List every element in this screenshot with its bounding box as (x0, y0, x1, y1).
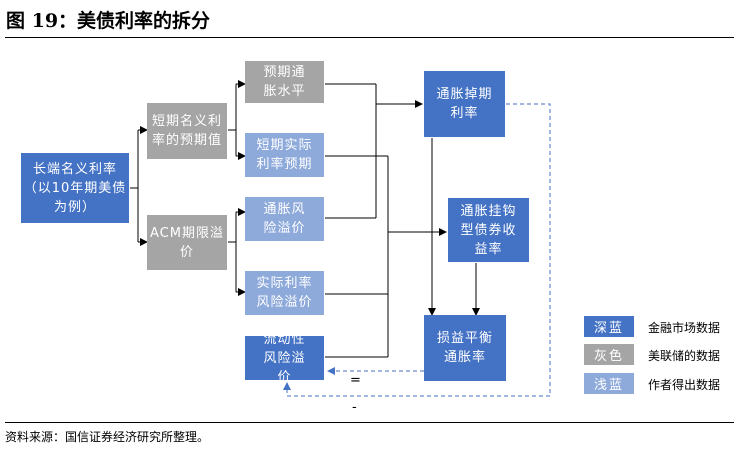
box-inflation-expectation-label: 预期通胀水平 (263, 65, 306, 99)
legend-swatch-gray: 灰色 (584, 344, 634, 365)
box-tips-yield-label: 通胀挂钩型债券收益率 (460, 203, 517, 257)
legend-swatch-gray-text: 灰色 (593, 349, 624, 364)
dashed-loop-breakeven (283, 103, 551, 397)
legend-swatch-light-blue: 浅蓝 (584, 373, 634, 394)
box-tips-yield: 通胀挂钩型债券收益率 (448, 198, 529, 262)
box-acm-term-premium-label: ACM期限溢价 (150, 225, 224, 260)
box-real-rate-expectation-label: 短期实际利率预期 (256, 138, 313, 172)
box-breakeven-inflation: 损益平衡通胀率 (424, 315, 506, 381)
box-long-term-rate: 长端名义利率（以10年期美债为例） (21, 153, 129, 223)
legend-label-author-data: 作者得出数据 (648, 378, 721, 392)
legend-label-market-data: 金融市场数据 (648, 321, 721, 335)
legend-label-fed-data: 美联储的数据 (648, 349, 721, 363)
box-short-rate-expectation-label: 短期名义利率的预期值 (151, 114, 222, 148)
box-real-rate-risk-premium: 实际利率风险溢价 (245, 271, 324, 315)
box-inflation-swap-rate-label: 通胀掉期利率 (436, 87, 493, 121)
box-inflation-expectation: 预期通胀水平 (245, 61, 324, 103)
box-breakeven-inflation-label: 损益平衡通胀率 (436, 331, 493, 365)
minus-sign: - (352, 400, 357, 415)
box-inflation-risk-premium-label: 通胀风险溢价 (263, 202, 306, 236)
box-liquidity-risk-premium: 流动性风险溢价 (245, 332, 324, 385)
bottom-rule (5, 422, 734, 423)
figure-title: 图 19：美债利率的拆分 (6, 10, 211, 32)
box-long-term-rate-label: 长端名义利率（以10年期美债为例） (23, 161, 127, 215)
top-rule (5, 37, 734, 38)
equals-sign: = (350, 373, 361, 388)
legend-swatch-deep-blue-text: 深蓝 (593, 321, 624, 336)
box-short-rate-expectation: 短期名义利率的预期值 (147, 103, 227, 159)
legend-swatch-deep-blue: 深蓝 (584, 316, 634, 337)
source-note: 资料来源：国信证券经济研究所整理。 (5, 430, 210, 444)
box-liquidity-risk-premium-label: 流动性风险溢价 (263, 331, 306, 385)
legend-swatch-light-blue-text: 浅蓝 (593, 378, 624, 393)
box-inflation-risk-premium: 通胀风险溢价 (245, 197, 324, 241)
box-real-rate-risk-premium-label: 实际利率风险溢价 (256, 276, 313, 310)
box-inflation-swap-rate: 通胀掉期利率 (424, 71, 505, 137)
box-real-rate-expectation: 短期实际利率预期 (245, 133, 324, 177)
box-acm-term-premium: ACM期限溢价 (147, 215, 227, 270)
